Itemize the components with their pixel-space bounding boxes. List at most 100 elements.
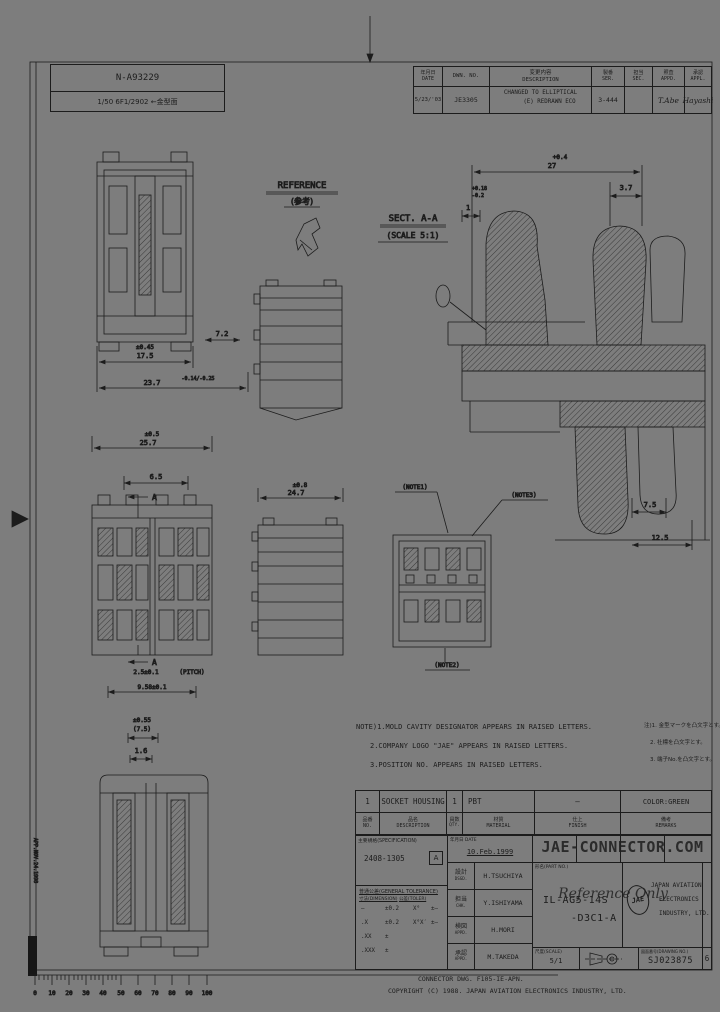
- dim-1: 1: [466, 204, 470, 212]
- scale-ruler: 0 10 20 30 40 50 60 70 80 90 100: [30, 974, 558, 997]
- tolerance-title: 普通公差(GENERAL TOLERANCE): [359, 889, 438, 895]
- ruler-60: 60: [134, 990, 142, 997]
- rev-h-date-en: DATE: [421, 75, 435, 82]
- footer-copyright-line: COPYRIGHT (C) 1988. JAPAN AVIATION ELECT…: [388, 987, 627, 995]
- scale-label: 尺度(SCALE): [535, 950, 562, 955]
- tolerance-table: 普通公差(GENERAL TOLERANCE) 寸法(DIMENSION) 公差…: [355, 885, 448, 970]
- date-value: 10.Feb.1999: [466, 848, 514, 856]
- dim-075-ref: (7.5): [133, 726, 151, 733]
- tolerance-row-3: .XX±: [361, 934, 389, 940]
- drawing-number-cell: 図面番号(DRAWING NO.) SJ023875: [638, 947, 703, 970]
- date-cell: 年月日 DATE 10.Feb.1999: [447, 835, 533, 863]
- dim-055-tol: ±0.55: [133, 717, 151, 724]
- rev-h-desc-en: DESCRIPTION: [522, 76, 559, 83]
- dim-1-tol-b: -0.2: [472, 193, 484, 199]
- scale-cell: 尺度(SCALE) 5/1: [532, 947, 580, 970]
- parts-h-fin-en: FINISH: [568, 822, 587, 829]
- note-en-1: NOTE)1.MOLD CAVITY DESIGNATOR APPEARS IN…: [356, 723, 593, 731]
- sect-scale-label: (SCALE 5:1): [387, 231, 440, 240]
- part-material: PBT: [462, 790, 535, 813]
- sect-aa-label: SECT. A-A: [389, 214, 438, 224]
- note3-label: (NOTE3): [511, 492, 536, 499]
- watermark-reference-only: Reference Only: [558, 886, 668, 902]
- ruler-100: 100: [202, 990, 213, 997]
- company-line3: INDUSTRY, LTD.: [659, 910, 710, 917]
- sig1-label-jp: 設計: [454, 869, 467, 877]
- sig2-name: Y.ISHIYAMA: [483, 899, 523, 907]
- scale-value: 5/1: [549, 957, 563, 965]
- parts-h-no-en: NO.: [362, 822, 373, 829]
- view-side-mid: ±0.8 24.7: [251, 482, 344, 656]
- section-arrow-a-bottom: A: [152, 658, 157, 667]
- tolerance-h-tol: 公差(TOLER): [398, 897, 427, 902]
- part-number-label: 形名(PART NO.): [535, 865, 569, 870]
- parts-h-no-jp: 品番: [362, 817, 373, 823]
- spec-rev-letter: A: [429, 851, 443, 865]
- rev-serial: 3-444: [591, 86, 625, 114]
- rev-h-date-jp: 年月日: [420, 70, 436, 76]
- ruler-50: 50: [117, 990, 125, 997]
- parts-h-desc-en: DESCRIPTION: [396, 822, 430, 829]
- tolerance-row-4: .XXX±: [361, 948, 389, 954]
- rev-description: CHANGED TO ELLIPTICAL (E) REDRAWN ECO: [489, 86, 592, 114]
- ruler-10: 10: [48, 990, 56, 997]
- rev-h-ser-en: SER.: [601, 75, 615, 82]
- dim-12-5: 12.5: [652, 534, 669, 542]
- parts-h-rem-en: REMARKS: [655, 822, 677, 829]
- view-front-cavities: ±0.5 25.7 6.5 A A 2.5±0.1 (PITCH) 9.58±0…: [91, 431, 213, 698]
- tolerance-h-dim: 寸法(DIMENSION): [359, 897, 398, 902]
- note2-label: (NOTE2): [434, 662, 459, 669]
- view-rear-grid: (NOTE1) (NOTE3) (NOTE2): [392, 484, 548, 671]
- section-arrow-a-top: A: [152, 493, 157, 502]
- view-section-a-a: +0.4 27 3.7 +0.18 -0.2 1 7.5 12.5: [435, 154, 710, 550]
- company-line2: ELECTRONICS: [659, 896, 699, 903]
- sig2-label-jp: 担当: [454, 896, 467, 904]
- company-name: JAPAN AVIATION ELECTRONICS INDUSTRY, LTD…: [651, 879, 710, 921]
- dim-25-7: 25.7: [140, 439, 157, 447]
- reference-terminal-sketch: [266, 191, 338, 257]
- date-label: 年月日 DATE: [450, 838, 477, 843]
- company-line1: JAPAN AVIATION: [651, 882, 702, 889]
- parts-h-mat-en: MATERIAL: [486, 822, 511, 829]
- notes-japanese: 注)1. 金型マークを凸文字とす。 2. 社標を凸文字とす。 3. 端子No.を…: [644, 718, 720, 769]
- view-side-upper: [253, 279, 343, 421]
- dim-pitch: 2.5±0.1: [133, 669, 159, 676]
- dim-7-5: 7.5: [644, 501, 657, 509]
- spec-cell: 主要規格(SPECIFICATION) 2408-1305 A: [355, 835, 448, 886]
- dim-17-5-tol: ±0.45: [136, 344, 154, 351]
- sig4-name: M.TAKEDA: [487, 952, 519, 961]
- ruler-20: 20: [65, 990, 73, 997]
- rev-h-sec-jp: 担当: [633, 70, 644, 76]
- rev-h-ser-jp: 製番: [602, 70, 613, 76]
- part-number-line2: -D3C1-A: [571, 913, 617, 924]
- spec-value: 2408-1305: [364, 854, 405, 863]
- part-number-line1: IL-AG5-14S: [543, 895, 609, 906]
- tb-margin-col: [702, 862, 712, 948]
- sig4-label-jp: 承認: [454, 949, 467, 957]
- sig3-label-en: APPD.: [454, 929, 468, 935]
- part-qty: 1: [446, 790, 463, 813]
- rev-h-desc-jp: 変更内容: [529, 70, 552, 77]
- view-front-top: ±0.45 17.5 -0.14/-0.25 23.7 7.2: [96, 151, 249, 392]
- dim-pitch-label: (PITCH): [179, 669, 204, 676]
- dim-6-5: 6.5: [150, 473, 163, 481]
- sig4-label-en: APPD.: [454, 956, 468, 962]
- dim-23-7: 23.7: [144, 379, 161, 387]
- sheet-number: 6: [702, 947, 712, 970]
- dim-9-58: 9.58±0.1: [138, 684, 167, 691]
- dim-1-tol-a: +0.18: [472, 186, 487, 192]
- dim-3-7: 3.7: [620, 184, 633, 192]
- parts-h-qty-en: QTY.: [449, 822, 460, 828]
- dim-27: 27: [548, 162, 556, 170]
- rev-h-appl-en: APPL.: [690, 75, 706, 82]
- rev-h-appd-en: APPD.: [660, 75, 677, 82]
- ruler-30: 30: [82, 990, 90, 997]
- dim-27-tol: +0.4: [553, 154, 568, 161]
